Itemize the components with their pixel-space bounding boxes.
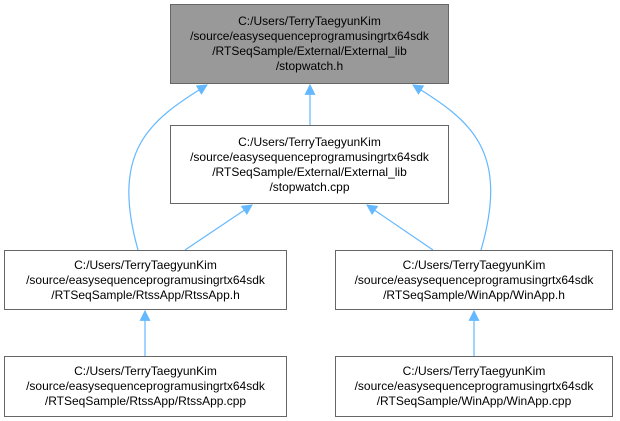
node-label: C:/Users/TerryTaegyunKim /source/easyseq…: [26, 364, 265, 409]
node-label: C:/Users/TerryTaegyunKim /source/easyseq…: [190, 135, 429, 195]
node-label: C:/Users/TerryTaegyunKim /source/easyseq…: [355, 258, 594, 303]
node-label-line: /RTSeqSample/External/External_lib: [212, 164, 407, 179]
node-label-line: /stopwatch.cpp: [269, 179, 350, 194]
include-edge: [128, 84, 208, 251]
node-label-line: /source/easysequenceprogramusingrtx64sdk: [26, 379, 265, 393]
node-label-line: C:/Users/TerryTaegyunKim: [74, 364, 217, 378]
node-label-line: /RTSeqSample/RtssApp/RtssApp.h: [51, 287, 240, 302]
node-winapp-cpp[interactable]: C:/Users/TerryTaegyunKim /source/easyseq…: [335, 356, 613, 417]
node-label-line: C:/Users/TerryTaegyunKim: [402, 257, 546, 272]
node-label-line: C:/Users/TerryTaegyunKim: [238, 14, 381, 28]
node-label: C:/Users/TerryTaegyunKim /source/easyseq…: [355, 364, 594, 409]
node-label: C:/Users/TerryTaegyunKim /source/easyseq…: [26, 258, 265, 303]
node-rtssapp-cpp[interactable]: C:/Users/TerryTaegyunKim /source/easyseq…: [4, 356, 287, 417]
node-stopwatch-cpp[interactable]: C:/Users/TerryTaegyunKim /source/easyseq…: [170, 125, 449, 204]
include-edge: [412, 84, 492, 251]
node-label-line: /stopwatch.h: [275, 59, 344, 73]
node-stopwatch-h: C:/Users/TerryTaegyunKim /source/easyseq…: [170, 4, 449, 84]
node-winapp-h[interactable]: C:/Users/TerryTaegyunKim /source/easyseq…: [335, 250, 613, 310]
node-label-line: /RTSeqSample/WinApp/WinApp.cpp: [376, 394, 572, 408]
node-label-line: /source/easysequenceprogramusingrtx64sdk: [354, 379, 594, 393]
node-label: C:/Users/TerryTaegyunKim /source/easyseq…: [190, 14, 429, 74]
node-label-line: /source/easysequenceprogramusingrtx64sdk: [190, 149, 429, 164]
node-label-line: /RTSeqSample/RtssApp/RtssApp.cpp: [44, 394, 247, 408]
node-label-line: C:/Users/TerryTaegyunKim: [74, 257, 217, 272]
node-label-line: /RTSeqSample/WinApp/WinApp.h: [383, 287, 565, 302]
node-label-line: C:/Users/TerryTaegyunKim: [402, 364, 546, 378]
node-label-line: /source/easysequenceprogramusingrtx64sdk: [26, 272, 265, 287]
node-label-line: /source/easysequenceprogramusingrtx64sdk: [190, 29, 429, 43]
node-label-line: C:/Users/TerryTaegyunKim: [238, 134, 381, 149]
node-label-line: /RTSeqSample/External/External_lib: [212, 44, 407, 58]
node-label-line: /source/easysequenceprogramusingrtx64sdk: [354, 272, 594, 287]
include-edge: [366, 204, 434, 251]
include-edge: [184, 204, 253, 251]
node-rtssapp-h[interactable]: C:/Users/TerryTaegyunKim /source/easyseq…: [4, 250, 287, 310]
